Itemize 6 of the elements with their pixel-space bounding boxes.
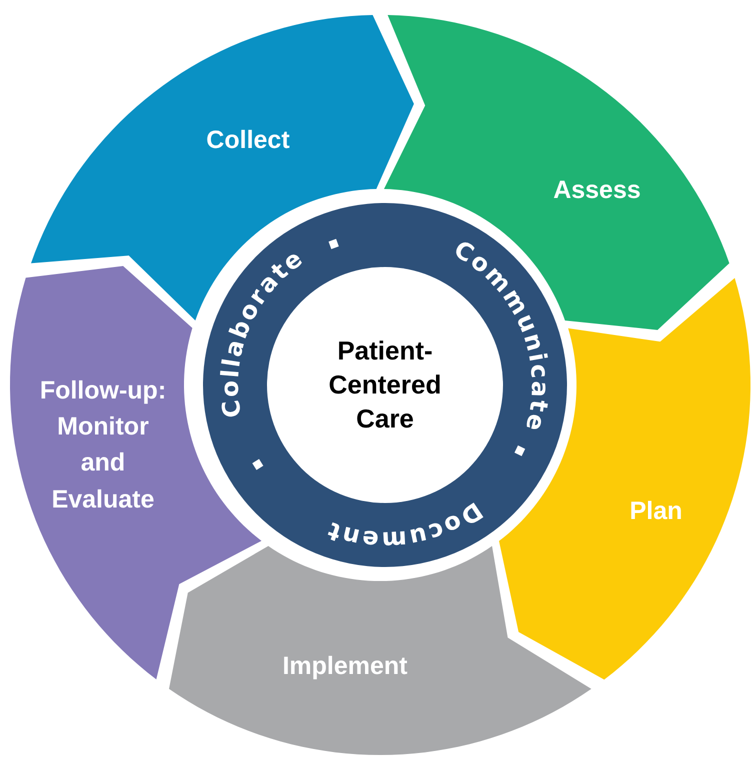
step-label: Collect (205, 124, 291, 156)
step-label: Follow-up: Monitor and Evaluate (38, 375, 168, 516)
step-label: Plan (628, 496, 684, 527)
step-label: Assess (552, 174, 642, 206)
step-label: Implement (281, 650, 408, 682)
center-label: Patient-Centered Care (326, 334, 444, 436)
